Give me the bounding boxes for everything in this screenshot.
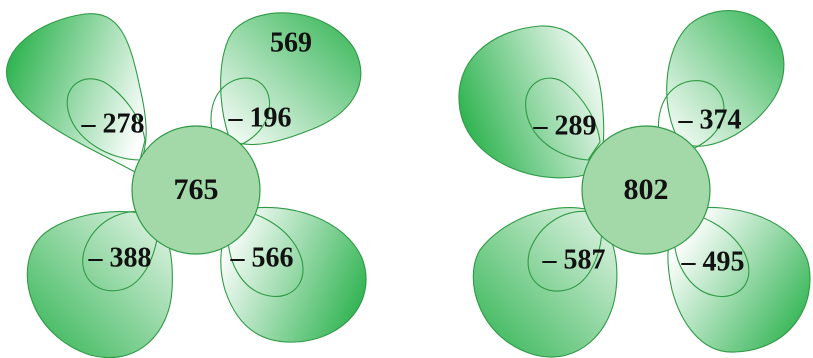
petal-label-bottom-left: – 388 [88,242,152,273]
center-number: 802 [624,173,669,206]
petal-top-left [6,13,147,173]
petal-bottom-right [220,206,367,343]
center-number: 765 [174,173,219,206]
petal-label-top-left: – 278 [81,108,145,139]
petal-top-right [220,12,362,146]
inner-outline-top-left [66,78,146,161]
petal-label-top-right: – 196 [228,102,292,133]
inner-outline-top-right [657,80,725,156]
petal-bottom-left [26,211,173,358]
petal-top-left [458,25,605,179]
petal-top-right [666,10,785,147]
flower-2: 802 – 289 – 374 – 587 – 495 [458,10,811,358]
petal-label-bottom-right: – 566 [230,242,294,273]
inner-outline-bottom-left [527,210,603,292]
inner-outline-bottom-left [82,210,159,292]
answer-top-right: 569 [270,27,312,58]
flower-1: 765 – 278 – 196 – 388 – 566 569 [6,12,367,358]
petal-label-top-left: – 289 [533,110,597,141]
petal-bottom-left [472,206,618,358]
petal-label-top-right: – 374 [678,104,742,135]
petal-bottom-right [667,206,811,353]
inner-outline-top-right [210,77,271,151]
inner-outline-top-left [525,77,601,161]
flower-center [581,125,711,255]
petal-label-bottom-left: – 587 [542,244,606,275]
flower-center [131,125,261,255]
inner-outline-bottom-right [227,209,304,297]
inner-outline-bottom-right [673,211,750,298]
petal-label-bottom-right: – 495 [681,246,745,277]
